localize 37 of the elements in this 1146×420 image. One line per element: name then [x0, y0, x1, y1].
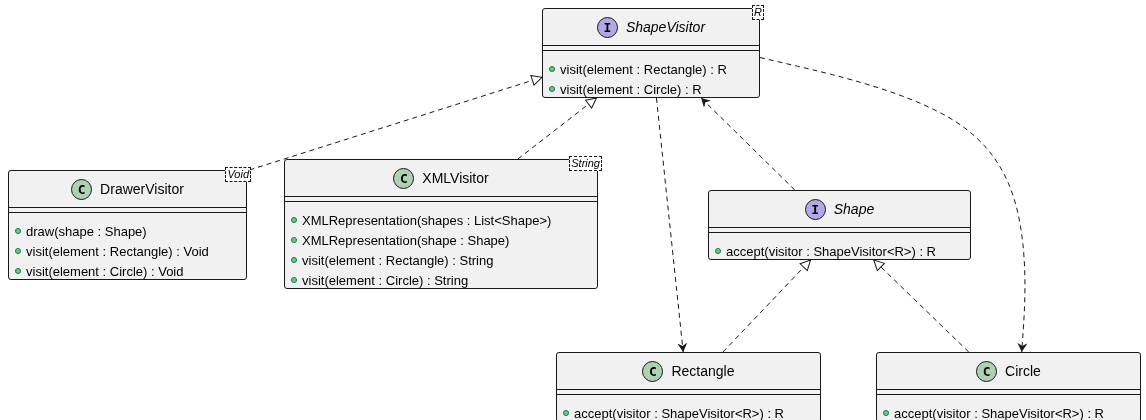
type-parameter: R	[752, 5, 764, 20]
class-name: Shape	[833, 201, 875, 217]
class-box	[876, 352, 1141, 420]
method-signature: visit(element : Rectangle) : Void	[26, 243, 209, 259]
class-name: ShapeVisitor	[625, 19, 706, 35]
method-signature: visit(element : Rectangle) : String	[302, 252, 494, 268]
dependency-arrow	[655, 97, 688, 353]
type-parameter: String	[569, 156, 602, 171]
realization-arrow	[722, 259, 812, 353]
stereotype-badge: C	[71, 178, 93, 200]
realization-arrow	[248, 75, 543, 171]
method-signature: visit(element : Circle) : R	[560, 81, 702, 97]
realization-arrow	[873, 259, 970, 353]
class-name: Rectangle	[671, 363, 735, 379]
method-signature: accept(visitor : ShapeVisitor<R>) : R	[574, 405, 784, 420]
stereotype-badge: I	[596, 16, 618, 38]
class-name: DrawerVisitor	[100, 181, 184, 197]
method-signature: accept(visitor : ShapeVisitor<R>) : R	[894, 405, 1104, 420]
method-signature: visit(element : Rectangle) : R	[560, 61, 727, 77]
class-box	[556, 352, 821, 420]
method-signature: accept(visitor : ShapeVisitor<R>) : R	[726, 243, 936, 259]
method-signature: visit(element : Circle) : Void	[26, 263, 184, 279]
dependency-arrow	[700, 97, 796, 191]
type-parameter: Void	[225, 167, 251, 182]
stereotype-badge: C	[393, 167, 415, 189]
method-signature: visit(element : Circle) : String	[302, 272, 469, 288]
method-signature: XMLRepresentation(shapes : List<Shape>)	[302, 212, 552, 228]
method-signature: XMLRepresentation(shape : Shape)	[302, 232, 510, 248]
realization-arrow	[517, 97, 597, 160]
class-name: Circle	[1005, 363, 1041, 379]
dependency-arrow	[759, 57, 1028, 353]
stereotype-badge: C	[642, 360, 664, 382]
method-signature: draw(shape : Shape)	[26, 223, 147, 239]
interface-box	[708, 190, 971, 260]
stereotype-badge: I	[804, 198, 826, 220]
stereotype-badge: C	[976, 360, 998, 382]
class-name: XMLVisitor	[422, 170, 489, 186]
